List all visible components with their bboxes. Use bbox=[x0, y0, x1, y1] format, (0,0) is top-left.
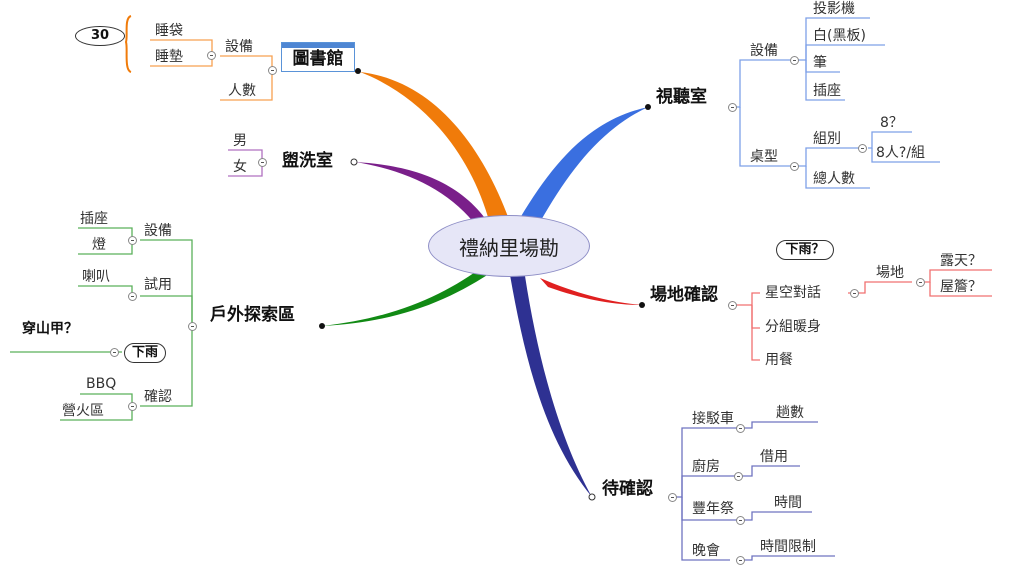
collapse-toggle[interactable] bbox=[668, 493, 677, 502]
pending-dinner[interactable]: 晚會 bbox=[692, 543, 720, 559]
outdoor-campfire[interactable]: 營火區 bbox=[62, 403, 104, 419]
venue-site[interactable]: 場地 bbox=[876, 265, 904, 281]
ribbon-av bbox=[520, 107, 648, 222]
collapse-toggle[interactable] bbox=[728, 301, 737, 310]
outdoor-rain-bubble[interactable]: 下雨 bbox=[124, 343, 166, 363]
av-equipment[interactable]: 設備 bbox=[750, 43, 778, 59]
venue-warmup[interactable]: 分組暖身 bbox=[765, 319, 821, 335]
venue-outdoor[interactable]: 露天？ bbox=[940, 253, 982, 269]
pending-trips[interactable]: 趟數 bbox=[776, 405, 804, 421]
venue-eaves[interactable]: 屋簷？ bbox=[940, 279, 982, 295]
collapse-toggle[interactable] bbox=[850, 289, 859, 298]
washroom-male[interactable]: 男 bbox=[233, 133, 247, 149]
outdoor-bbq[interactable]: BBQ bbox=[86, 376, 117, 392]
pending-shuttle[interactable]: 接駁車 bbox=[692, 411, 734, 427]
ribbon-pending bbox=[510, 275, 592, 497]
outdoor-socket[interactable]: 插座 bbox=[80, 211, 108, 227]
pending-harvest[interactable]: 豐年祭 bbox=[692, 501, 734, 517]
central-topic[interactable]: 禮納里場勘 bbox=[428, 215, 590, 277]
collapse-toggle[interactable] bbox=[728, 103, 737, 112]
collapse-toggle[interactable] bbox=[128, 402, 137, 411]
ribbon-library bbox=[360, 72, 510, 224]
pending-time[interactable]: 時間 bbox=[774, 495, 802, 511]
av-socket[interactable]: 插座 bbox=[813, 83, 841, 99]
av-group-option-1[interactable]: 8？ bbox=[880, 115, 903, 131]
library-title-bar bbox=[282, 43, 354, 48]
collapse-toggle[interactable] bbox=[790, 56, 799, 65]
collapse-toggle[interactable] bbox=[128, 292, 137, 301]
pending-kitchen[interactable]: 廚房 bbox=[692, 459, 720, 475]
av-table-type[interactable]: 桌型 bbox=[750, 149, 778, 165]
av-group-option-2[interactable]: 8人?/組 bbox=[876, 145, 926, 161]
library-equipment[interactable]: 設備 bbox=[225, 39, 253, 55]
topic-outdoor[interactable]: 戶外探索區 bbox=[210, 305, 295, 325]
collapse-toggle[interactable] bbox=[736, 424, 745, 433]
venue-meal[interactable]: 用餐 bbox=[765, 352, 793, 368]
library-note-30[interactable]: 30 bbox=[75, 26, 125, 46]
venue-stargazing[interactable]: 星空對話 bbox=[765, 285, 821, 301]
outdoor-equipment[interactable]: 設備 bbox=[144, 223, 172, 239]
collapse-toggle[interactable] bbox=[916, 278, 925, 287]
av-projector[interactable]: 投影機 bbox=[813, 1, 855, 17]
ribbon-venue bbox=[540, 278, 642, 305]
collapse-toggle[interactable] bbox=[734, 472, 743, 481]
collapse-toggle[interactable] bbox=[110, 348, 119, 357]
collapse-toggle[interactable] bbox=[736, 516, 745, 525]
collapse-toggle[interactable] bbox=[736, 556, 745, 565]
collapse-toggle[interactable] bbox=[258, 158, 267, 167]
av-pen[interactable]: 筆 bbox=[813, 55, 827, 71]
library-sleeping-pad[interactable]: 睡墊 bbox=[155, 49, 183, 65]
outdoor-speaker[interactable]: 喇叭 bbox=[82, 269, 110, 285]
pending-borrow[interactable]: 借用 bbox=[760, 449, 788, 465]
washroom-female[interactable]: 女 bbox=[233, 159, 247, 175]
ribbon-outdoor bbox=[322, 265, 495, 326]
collapse-toggle[interactable] bbox=[188, 322, 197, 331]
collapse-toggle[interactable] bbox=[790, 162, 799, 171]
topic-pending[interactable]: 待確認 bbox=[602, 479, 653, 499]
av-whiteboard[interactable]: 白(黑板) bbox=[813, 28, 866, 44]
library-sleeping-bag[interactable]: 睡袋 bbox=[155, 23, 183, 39]
topic-washroom[interactable]: 盥洗室 bbox=[282, 151, 333, 171]
venue-rain-bubble[interactable]: 下雨？ bbox=[776, 240, 834, 260]
outdoor-lamp[interactable]: 燈 bbox=[92, 237, 106, 253]
outdoor-pangolin[interactable]: 穿山甲？ bbox=[22, 321, 78, 337]
collapse-toggle[interactable] bbox=[858, 144, 867, 153]
library-headcount[interactable]: 人數 bbox=[228, 83, 256, 99]
topic-venue[interactable]: 場地確認 bbox=[650, 285, 718, 305]
av-total[interactable]: 總人數 bbox=[813, 171, 855, 187]
topic-library[interactable]: 圖書館 bbox=[281, 42, 355, 72]
collapse-toggle[interactable] bbox=[268, 66, 277, 75]
outdoor-confirm[interactable]: 確認 bbox=[144, 389, 172, 405]
outdoor-trial[interactable]: 試用 bbox=[144, 277, 172, 293]
av-groups[interactable]: 組別 bbox=[813, 131, 841, 147]
topic-library-label: 圖書館 bbox=[292, 49, 344, 69]
topic-av-room[interactable]: 視聽室 bbox=[656, 87, 707, 107]
collapse-toggle[interactable] bbox=[207, 51, 216, 60]
collapse-toggle[interactable] bbox=[128, 236, 137, 245]
pending-time-limit[interactable]: 時間限制 bbox=[760, 539, 816, 555]
